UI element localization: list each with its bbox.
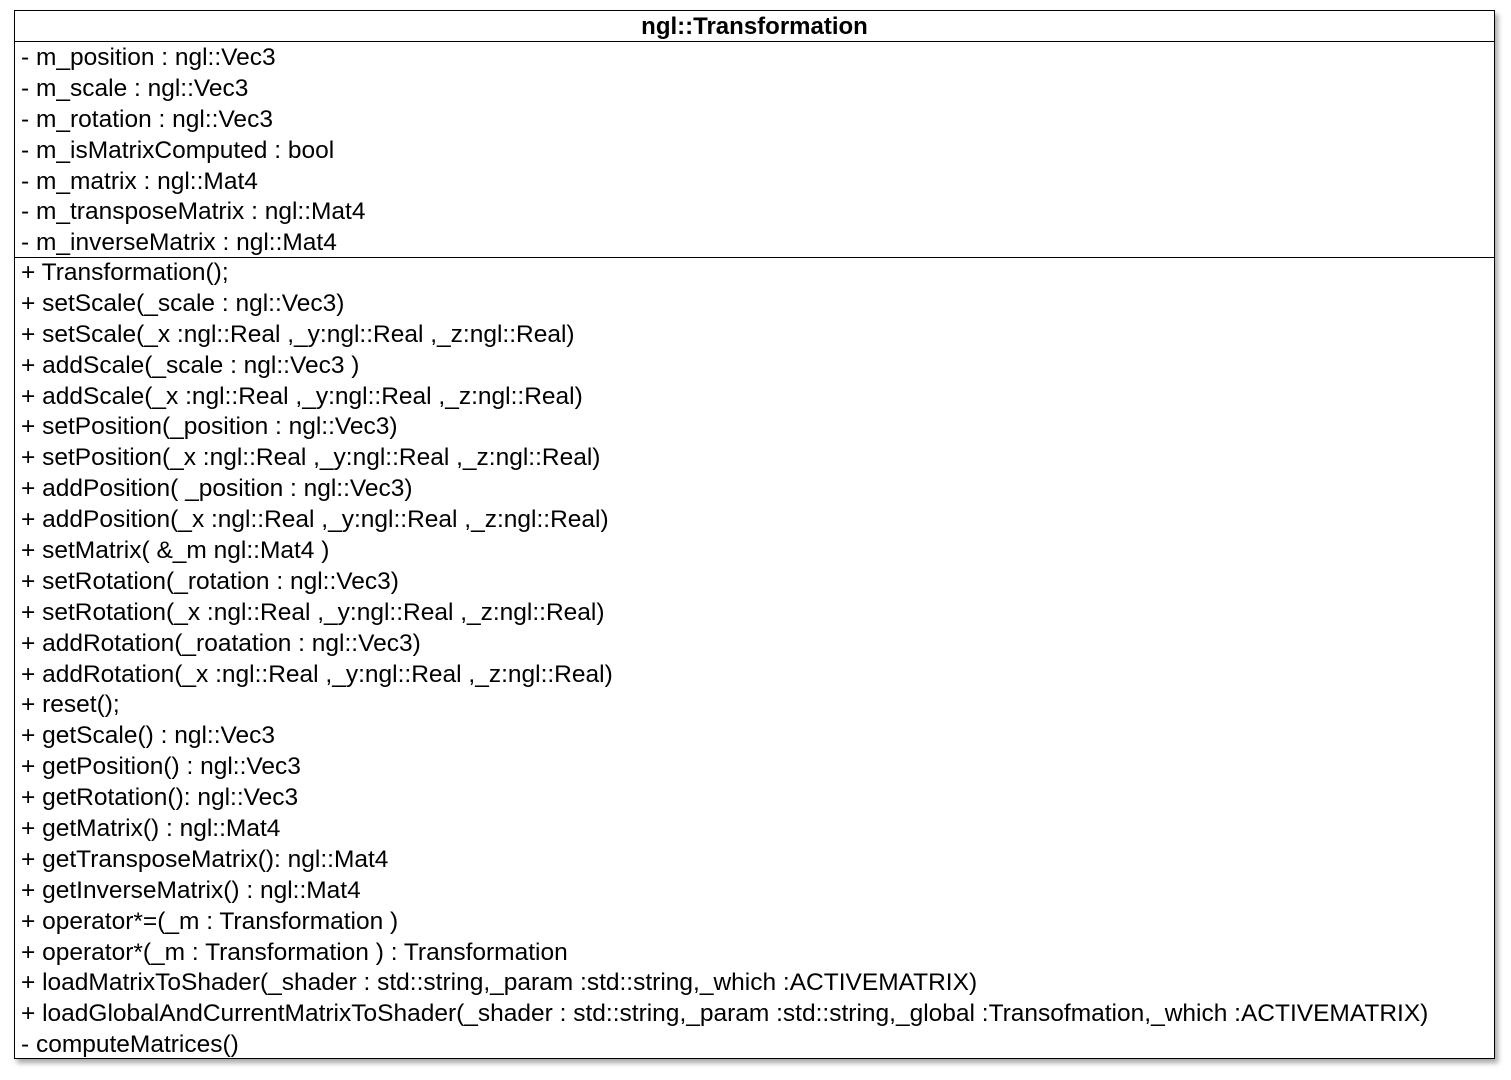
operation-add-rotation-xyz: + addRotation(_x :ngl::Real ,_y:ngl::Rea… [21, 660, 613, 688]
attribute-m-is-matrix-computed: - m_isMatrixComputed : bool [21, 136, 335, 164]
uml-class-box: ngl::Transformation - m_position : ngl::… [14, 10, 1495, 1059]
operation-reset: + reset(); [21, 691, 120, 719]
operation-load-global-and-current-matrix-to-shader: + loadGlobalAndCurrentMatrixToShader(_sh… [21, 1000, 1429, 1028]
operation-set-matrix: + setMatrix( &_m ngl::Mat4 ) [21, 537, 330, 565]
attribute-m-position: - m_position : ngl::Vec3 [21, 44, 276, 71]
operation-set-rotation-vec: + setRotation(_rotation : ngl::Vec3) [21, 567, 399, 595]
operation-load-matrix-to-shader: + loadMatrixToShader(_shader : std::stri… [21, 969, 978, 997]
class-name: ngl::Transformation [15, 11, 1494, 42]
operation-get-inverse-matrix: + getInverseMatrix() : ngl::Mat4 [21, 876, 361, 904]
operation-set-position-xyz: + setPosition(_x :ngl::Real ,_y:ngl::Rea… [21, 444, 601, 472]
operation-set-rotation-xyz: + setRotation(_x :ngl::Real ,_y:ngl::Rea… [21, 598, 605, 626]
operation-set-position-vec: + setPosition(_position : ngl::Vec3) [21, 413, 398, 441]
operation-set-scale-xyz: + setScale(_x :ngl::Real ,_y:ngl::Real ,… [21, 320, 575, 348]
operation-get-transpose-matrix: + getTransposeMatrix(): ngl::Mat4 [21, 845, 389, 873]
operation-get-matrix: + getMatrix() : ngl::Mat4 [21, 815, 281, 843]
attribute-m-transpose-matrix: - m_transposeMatrix : ngl::Mat4 [21, 198, 366, 226]
operation-compute-matrices: - computeMatrices() [21, 1031, 239, 1059]
operation-get-position: + getPosition() : ngl::Vec3 [21, 753, 301, 781]
operation-add-position-xyz: + addPosition(_x :ngl::Real ,_y:ngl::Rea… [21, 506, 609, 534]
attribute-m-matrix: - m_matrix : ngl::Mat4 [21, 167, 258, 195]
operation-add-position-vec: + addPosition( _position : ngl::Vec3) [21, 475, 413, 503]
operation-get-rotation: + getRotation(): ngl::Vec3 [21, 784, 299, 812]
operation-set-scale-vec: + setScale(_scale : ngl::Vec3) [21, 289, 345, 317]
operation-multiply: + operator*(_m : Transformation ) : Tran… [21, 938, 568, 966]
attribute-m-inverse-matrix: - m_inverseMatrix : ngl::Mat4 [21, 229, 337, 257]
operation-add-rotation-vec: + addRotation(_roatation : ngl::Vec3) [21, 629, 421, 657]
operation-add-scale-xyz: + addScale(_x :ngl::Real ,_y:ngl::Real ,… [21, 382, 583, 410]
operation-multiply-assign: + operator*=(_m : Transformation ) [21, 907, 399, 935]
operations-compartment: + Transformation(); + setScale(_scale : … [15, 258, 1494, 1061]
operation-get-scale: + getScale() : ngl::Vec3 [21, 722, 275, 750]
operation-constructor: + Transformation(); [21, 259, 229, 286]
operation-add-scale-vec: + addScale(_scale : ngl::Vec3 ) [21, 351, 360, 379]
attributes-compartment: - m_position : ngl::Vec3 - m_scale : ngl… [15, 42, 1494, 258]
attribute-m-scale: - m_scale : ngl::Vec3 [21, 74, 249, 102]
attribute-m-rotation: - m_rotation : ngl::Vec3 [21, 105, 273, 133]
